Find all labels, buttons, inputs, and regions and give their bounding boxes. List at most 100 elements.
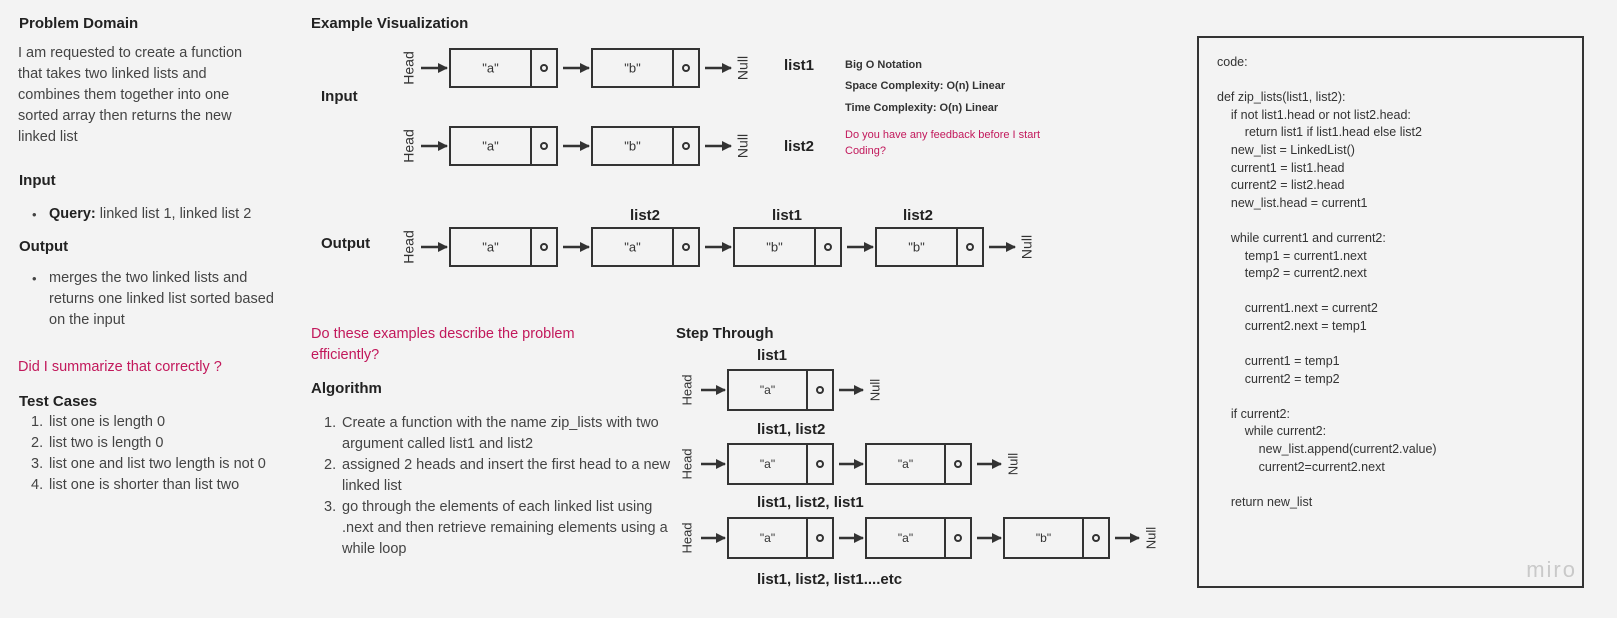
pointer-dot xyxy=(540,243,548,251)
node-box xyxy=(875,227,984,267)
step-label-4: list1, list2, list1....etc xyxy=(757,571,903,588)
output-list: merges the two linked lists and returns … xyxy=(18,268,278,331)
algorithm-step-text: assigned 2 heads and insert the first he… xyxy=(342,457,671,494)
node-value: "a" xyxy=(760,457,775,471)
head-label: Head xyxy=(679,522,694,553)
null-label: Null xyxy=(735,56,751,80)
pointer-dot xyxy=(966,243,974,251)
pointer-dot xyxy=(954,534,962,542)
test-cases-title: Test Cases xyxy=(19,393,98,410)
node-box xyxy=(727,517,834,559)
pointer-dot xyxy=(682,64,690,72)
test-case-text: list one is length 0 xyxy=(49,414,166,430)
test-case-text: list one is shorter than list two xyxy=(49,477,240,493)
summary-question: Did I summarize that correctly ? xyxy=(18,359,222,375)
node-box xyxy=(865,517,972,559)
test-case-text: list two is length 0 xyxy=(49,435,164,451)
test-case-item: 2.list two is length 0 xyxy=(31,435,164,451)
node-value: "a" xyxy=(898,531,913,545)
head-label: Head xyxy=(679,448,694,479)
node-box xyxy=(865,443,972,485)
node-value: "a" xyxy=(624,239,641,254)
pointer-dot xyxy=(824,243,832,251)
test-case-item: 3.list one and list two length is not 0 xyxy=(31,456,266,472)
problem-domain-text: I am requested to create a function that… xyxy=(18,45,243,145)
algorithm-step: 2.assigned 2 heads and insert the first … xyxy=(324,457,671,494)
node-box xyxy=(591,126,700,166)
step-label-1: list1 xyxy=(757,347,788,364)
test-case-text: list one and list two length is not 0 xyxy=(49,456,266,472)
test-case-item: 4.list one is shorter than list two xyxy=(31,477,240,493)
miro-watermark: miro xyxy=(1526,557,1577,582)
node-box xyxy=(449,227,558,267)
head-label: Head xyxy=(679,374,694,405)
algorithm-list: 1.Create a function with the name zip_li… xyxy=(311,413,671,560)
node-box xyxy=(449,126,558,166)
output-node-label: list1 xyxy=(772,207,803,224)
node-value: "b" xyxy=(908,239,925,254)
null-label: Null xyxy=(1005,453,1020,476)
output-item: merges the two linked lists and returns … xyxy=(18,268,278,331)
pointer-dot xyxy=(1092,534,1100,542)
bigo-title: Big O Notation xyxy=(845,59,922,71)
algorithm-step: 3.go through the elements of each linked… xyxy=(324,499,668,557)
pointer-dot xyxy=(816,534,824,542)
query-value: linked list 1, linked list 2 xyxy=(95,206,252,222)
pointer-dot xyxy=(540,142,548,150)
head-label: Head xyxy=(401,230,417,263)
algorithm-title: Algorithm xyxy=(311,380,382,397)
null-label: Null xyxy=(735,134,751,158)
node-value: "b" xyxy=(1036,531,1051,545)
pointer-dot xyxy=(682,142,690,150)
node-value: "b" xyxy=(624,138,641,153)
node-value: "a" xyxy=(760,531,775,545)
node-box xyxy=(727,443,834,485)
output-label: Output xyxy=(321,235,371,252)
code-panel: code: def zip_lists(list1, list2): if no… xyxy=(1197,36,1584,588)
node-value: "a" xyxy=(898,457,913,471)
visualization-title: Example Visualization xyxy=(311,15,469,32)
list1-label: list1 xyxy=(784,57,815,74)
examples-question: Do these examples describe the problem e… xyxy=(311,326,575,363)
output-node-label: list2 xyxy=(630,207,661,224)
node-box xyxy=(733,227,842,267)
step-label-2: list1, list2 xyxy=(757,421,826,438)
output-node-label: list2 xyxy=(903,207,934,224)
query-label: Query: xyxy=(49,206,96,222)
list2-label: list2 xyxy=(784,138,815,155)
step-through-title: Step Through xyxy=(676,325,774,342)
pointer-dot xyxy=(816,460,824,468)
node-value: "b" xyxy=(624,60,641,75)
output-title: Output xyxy=(19,238,69,255)
step-label-3: list1, list2, list1 xyxy=(757,494,864,511)
algorithm-step: 1.Create a function with the name zip_li… xyxy=(324,415,659,452)
problem-domain-title: Problem Domain xyxy=(19,15,139,32)
test-cases-list: 1.list one is length 0 2.list two is len… xyxy=(18,412,268,496)
pointer-dot xyxy=(540,64,548,72)
input-list: Query: linked list 1, linked list 2 xyxy=(18,204,278,225)
null-label: Null xyxy=(1143,527,1158,550)
feedback-question: Do you have any feedback before I start … xyxy=(845,129,1041,157)
node-value: "a" xyxy=(482,60,499,75)
head-label: Head xyxy=(401,129,417,162)
head-label: Head xyxy=(401,51,417,84)
test-case-item: 1.list one is length 0 xyxy=(31,414,166,430)
node-box xyxy=(1003,517,1110,559)
node-box xyxy=(727,369,834,411)
node-box xyxy=(591,48,700,88)
node-value: "a" xyxy=(760,383,775,397)
null-label: Null xyxy=(867,379,882,402)
null-label: Null xyxy=(1019,235,1035,259)
node-box xyxy=(449,48,558,88)
diagram-group: Head"a""b"NullHead"a""b"NullHead"a""a""b… xyxy=(401,48,1158,559)
code-block: code: def zip_lists(list1, list2): if no… xyxy=(1217,55,1437,509)
algorithm-step-text: go through the elements of each linked l… xyxy=(342,499,668,557)
pointer-dot xyxy=(682,243,690,251)
bigo-space: Space Complexity: O(n) Linear xyxy=(845,80,1006,92)
pointer-dot xyxy=(816,386,824,394)
node-value: "b" xyxy=(766,239,783,254)
input-title: Input xyxy=(19,172,56,189)
input-query-item: Query: linked list 1, linked list 2 xyxy=(18,204,278,225)
input-label: Input xyxy=(321,88,358,105)
